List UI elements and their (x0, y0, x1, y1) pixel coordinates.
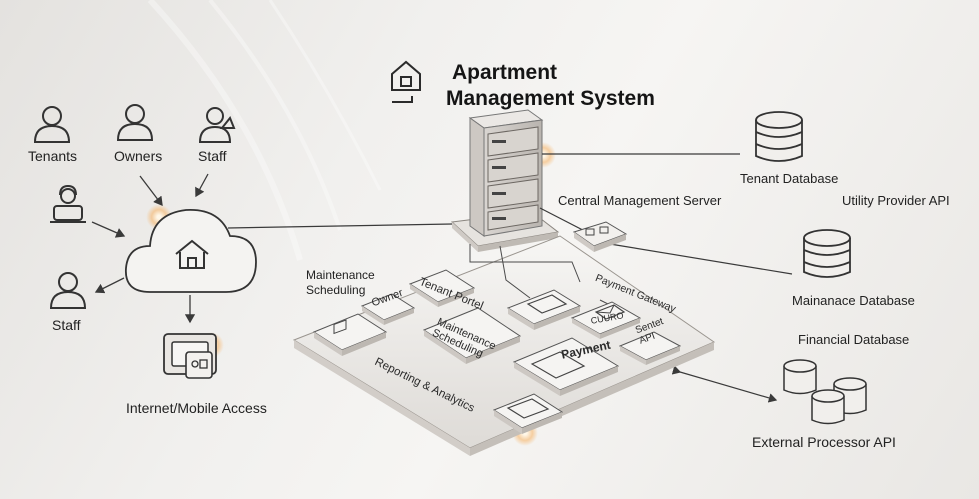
maintenance-scheduling-line-1: Maintenance (306, 268, 375, 282)
maintenance-tile (422, 307, 522, 364)
utility-provider-api-label: Utility Provider API (842, 193, 950, 208)
staff-left-label: Staff (52, 317, 81, 333)
support-agent-icon (50, 184, 86, 223)
house-logo-icon (391, 60, 421, 103)
mobile-access-device-icon (163, 333, 217, 379)
maintenance-database-label: Mainanace Database (792, 293, 915, 308)
house-cloud-icon (175, 239, 209, 269)
title-line-1: Apartment (452, 61, 558, 84)
owner-tile (312, 313, 388, 356)
maintenance-scheduling-label: Maintenance Scheduling (306, 268, 375, 298)
central-server-label: Central Management Server (558, 193, 722, 208)
internet-mobile-access-label: Internet/Mobile Access (126, 400, 267, 416)
tenant-database-label: Tenant Database (740, 171, 839, 186)
financial-database-label: Financial Database (798, 332, 910, 347)
staff-user-icon (198, 107, 236, 143)
tenant-database-icon (755, 111, 803, 162)
tenant-user-icon (33, 106, 71, 143)
email-tile (570, 301, 642, 339)
tenants-label: Tenants (28, 148, 78, 164)
tenant-portal-tile (408, 269, 476, 307)
payment-tile (512, 337, 620, 396)
staff-top-label: Staff (198, 148, 227, 164)
api-gateway-icon (572, 221, 628, 252)
owner-label-tile (360, 293, 416, 325)
owner-user-icon (116, 104, 154, 141)
central-server-icon (468, 109, 544, 237)
maintenance-database-icon (803, 229, 851, 278)
external-processor-api-label: External Processor API (752, 434, 896, 450)
sensor-api-tile (618, 331, 682, 365)
light-rays (147, 0, 382, 261)
maintenance-scheduling-line-2: Scheduling (306, 283, 366, 297)
owners-label: Owners (114, 148, 163, 164)
financial-database-icon (783, 359, 867, 425)
page-title: Apartment Management System (446, 60, 655, 112)
reporting-tile (492, 393, 564, 434)
staff-left-user-icon (49, 272, 87, 309)
title-line-2: Management System (446, 87, 655, 110)
tenant-portal-screen-tile (506, 289, 582, 330)
cloud-icon (125, 209, 257, 293)
